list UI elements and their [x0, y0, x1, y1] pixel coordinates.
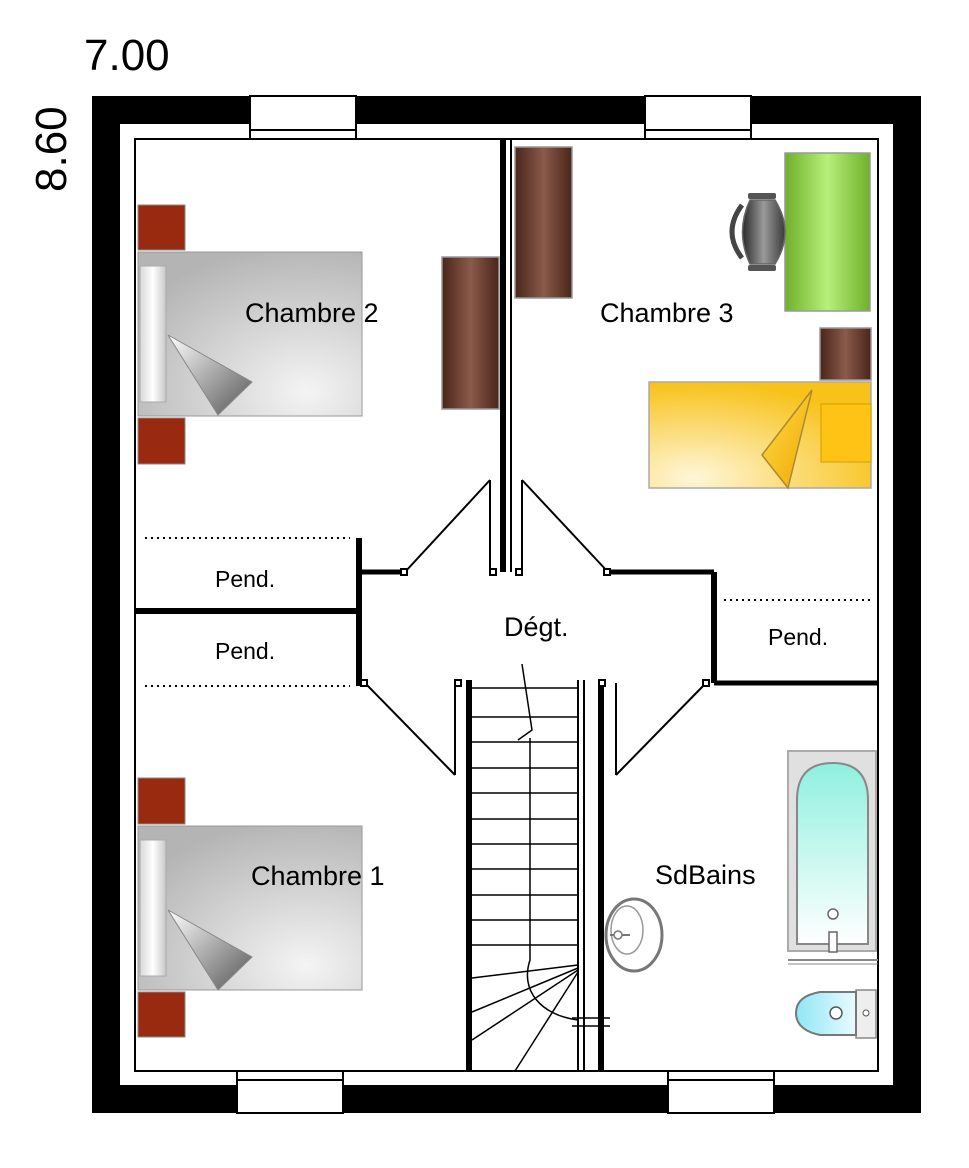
- staircase: [471, 663, 610, 1072]
- closet-label-left-top: Pend.: [215, 566, 275, 592]
- depth-dimension: 8.60: [27, 106, 76, 192]
- room-label-sdbains: SdBains: [655, 860, 756, 890]
- doors: [360, 479, 710, 776]
- width-dimension: 7.00: [84, 31, 170, 80]
- wardrobe-chambre-3: [514, 146, 573, 299]
- closet-rails: [145, 537, 870, 687]
- bathtub: [787, 750, 878, 965]
- desk: [784, 152, 871, 312]
- closet-label-left-bottom: Pend.: [215, 638, 275, 664]
- office-chair: [729, 193, 786, 271]
- washbasin: [604, 897, 664, 973]
- interior-walls: [135, 139, 878, 1071]
- bed-chambre-1: [137, 777, 363, 1038]
- room-label-chambre-1: Chambre 1: [251, 861, 385, 891]
- bed-chambre-3: [648, 381, 872, 490]
- exterior-walls: [92, 96, 921, 1113]
- room-label-chambre-2: Chambre 2: [245, 298, 379, 328]
- windows: [236, 95, 775, 1114]
- toilet: [794, 989, 877, 1039]
- wardrobe-chambre-2: [441, 256, 500, 410]
- bed-chambre-2: [137, 204, 363, 465]
- room-label-chambre-3: Chambre 3: [600, 298, 734, 328]
- room-label-degagement: Dégt.: [504, 612, 569, 642]
- closet-label-right: Pend.: [768, 624, 828, 650]
- wardrobe-chambre-3-small: [819, 327, 872, 381]
